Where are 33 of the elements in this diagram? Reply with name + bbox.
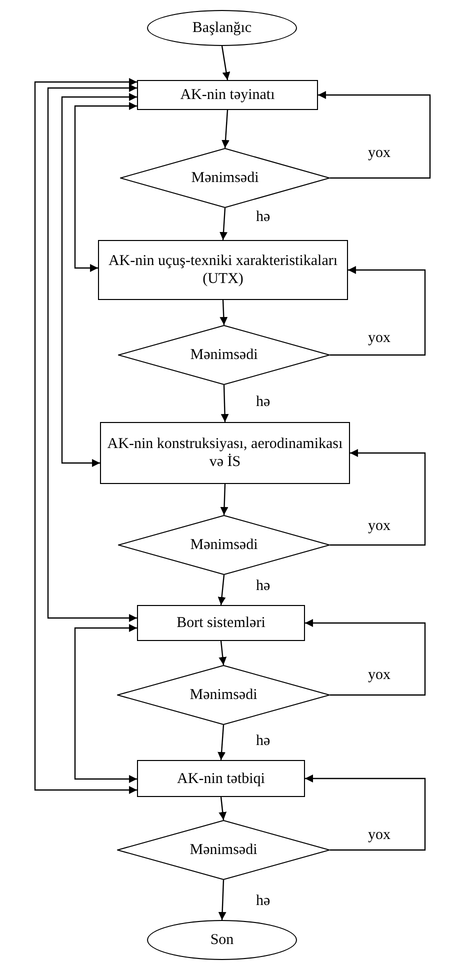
process-box: Bort sistemləri	[137, 605, 305, 641]
arrow	[61, 93, 137, 467]
process-box: AK-nin konstruksiyası, aerodinamikası və İS	[100, 422, 350, 484]
arrow	[74, 624, 137, 783]
arrow	[305, 774, 426, 851]
arrow	[218, 880, 226, 920]
arrow	[218, 574, 226, 606]
process-box: AK-nin təyinatı	[137, 80, 318, 110]
decision-text: Mənimsədi	[190, 841, 258, 859]
arrow	[47, 84, 137, 622]
terminal-oval: Son	[147, 920, 297, 960]
arrow	[221, 46, 230, 80]
arrow	[222, 110, 230, 148]
arrow	[220, 208, 228, 240]
arrow	[220, 384, 229, 422]
arrow	[220, 300, 228, 326]
arrow	[218, 724, 226, 760]
terminal-oval: Başlanğıc	[147, 10, 297, 46]
arrow	[220, 484, 228, 516]
arrow	[218, 640, 227, 666]
decision-text: Mənimsədi	[190, 536, 258, 554]
arrow	[318, 91, 431, 179]
arrow	[330, 449, 426, 546]
arrow	[74, 102, 137, 272]
arrow	[218, 796, 227, 820]
arrow	[305, 619, 426, 696]
decision-text: Mənimsədi	[190, 346, 258, 364]
arrow	[330, 266, 426, 356]
arrow	[34, 78, 137, 794]
decision-text: Mənimsədi	[190, 686, 258, 704]
decision-text: Mənimsədi	[191, 169, 259, 187]
process-box: AK-nin tətbiqi	[137, 760, 305, 797]
process-box: AK-nin uçuş-texniki xarakteristikaları (UTX)	[98, 240, 348, 300]
